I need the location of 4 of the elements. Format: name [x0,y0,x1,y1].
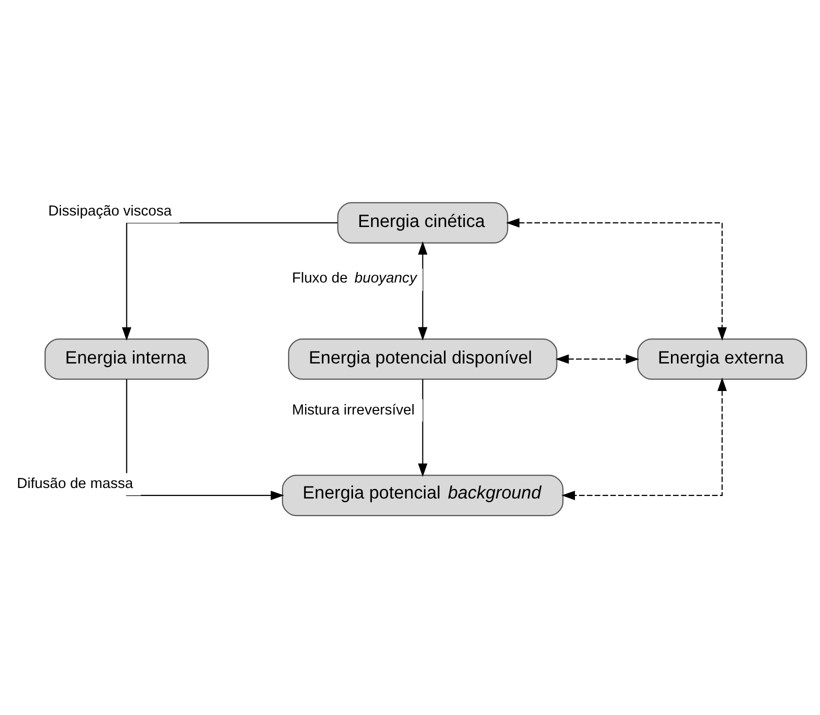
edge-label: Difusão de massa [16,476,134,492]
edge-label: Dissipação viscosa [48,202,172,219]
edge-label: Mistura irreversível [292,402,415,418]
edge-label: Fluxo de buoyancy [292,270,417,286]
